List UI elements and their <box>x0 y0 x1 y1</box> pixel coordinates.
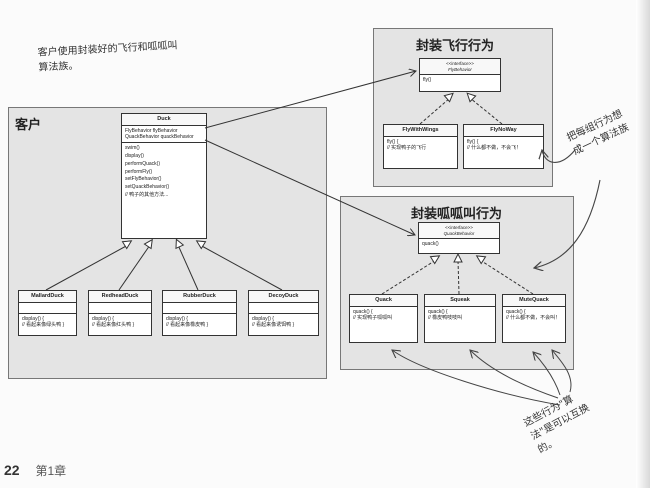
quack-interface-stereotype: <<interface>> <box>445 225 473 230</box>
duck-method: // 鸭子的其他方法... <box>125 191 169 198</box>
redhead-duck-box: RedheadDuck display() { // 看起来像红头鸭 } <box>88 290 152 336</box>
duck-method: setFlyBehavior() <box>125 176 162 183</box>
mallard-duck-name: MallardDuck <box>31 293 64 299</box>
quack-behavior-interface: <<interface>> QuackBehavior quack() <box>418 222 500 254</box>
decoy-duck-name: DecoyDuck <box>268 293 299 299</box>
quack-impl-body: // 什么都不做，不会叫！ <box>506 315 561 322</box>
fly-impl-body: // 什么都不做，不会飞！ <box>467 145 522 152</box>
redhead-duck-name: RedheadDuck <box>101 293 139 299</box>
subclass-body: // 看起来像橡皮鸭 } <box>166 322 209 329</box>
note-arrow-to-squeak <box>470 350 559 399</box>
quack-name: Quack <box>375 297 392 303</box>
note-arrow-to-mute-quack-b <box>552 350 572 393</box>
chapter-label: 第1章 <box>35 464 67 478</box>
squeak-box: Squeak quack() { // 橡皮鸭吱吱叫 <box>424 294 496 343</box>
inheritance-lines <box>45 238 283 291</box>
quack-impl-body: quack() { <box>506 308 526 315</box>
fly-no-way-name: FlyNoWay <box>490 127 517 133</box>
quack-impl-body: // 橡皮鸭吱吱叫 <box>428 315 463 322</box>
fly-impl-body: // 实现鸭子的飞行 <box>387 145 427 152</box>
duck-field: QuackBehavior quackBehavior <box>125 134 194 141</box>
subclass-body: // 看起来像绿头鸭 } <box>22 322 65 329</box>
duck-method: performFly() <box>125 168 153 175</box>
fly-group-title: 封装飞行行为 <box>416 39 495 54</box>
duck-to-fly-arrow <box>204 71 416 129</box>
quack-impl-body: quack() { <box>353 308 373 315</box>
fly-interface-stereotype: <<interface>> <box>446 61 474 66</box>
fly-realization-lines <box>419 92 503 125</box>
quack-interface-method: quack() <box>422 241 439 248</box>
page-number: 22 <box>4 462 20 478</box>
quack-box: Quack quack() { // 实现鸭子呱呱叫 <box>349 294 418 343</box>
subclass-body: // 看起来像红头鸭 } <box>92 322 135 329</box>
duck-to-quack-arrow <box>204 139 415 235</box>
quack-group-title: 封装呱呱叫行为 <box>411 207 503 222</box>
fly-behavior-interface: <<interface>> FlyBehavior fly() <box>419 58 501 92</box>
fly-impl-body: fly() { <box>387 138 399 145</box>
duck-class-name: Duck <box>157 116 171 122</box>
mute-quack-box: MuteQuack quack() { // 什么都不做，不会叫！ <box>502 294 566 343</box>
quack-interface-name: QuackBehavior <box>443 230 475 236</box>
fly-interface-method: fly() <box>423 77 432 84</box>
subclass-body: display() { <box>252 315 274 322</box>
page-footer: 22 第1章 <box>4 462 78 479</box>
duck-method: swim() <box>125 145 140 152</box>
subclass-body: display() { <box>22 315 44 322</box>
subclass-body: display() { <box>92 315 114 322</box>
fly-with-wings-name: FlyWithWings <box>402 127 439 133</box>
client-group-title: 客户 <box>15 118 42 133</box>
rubber-duck-name: RubberDuck <box>183 293 216 299</box>
fly-with-wings-box: FlyWithWings fly() { // 实现鸭子的飞行 <box>383 124 458 169</box>
duck-method: display() <box>125 153 144 160</box>
quack-realization-lines <box>381 252 534 295</box>
subclass-body: // 看起来像诱饵鸭 } <box>252 322 295 329</box>
mute-quack-name: MuteQuack <box>519 297 549 303</box>
duck-class-box: Duck FlyBehavior flyBehavior QuackBehavi… <box>121 113 207 239</box>
decoy-duck-box: DecoyDuck display() { // 看起来像诱饵鸭 } <box>248 290 319 336</box>
quack-impl-body: quack() { <box>428 308 448 315</box>
rubber-duck-box: RubberDuck display() { // 看起来像橡皮鸭 } <box>162 290 237 336</box>
quack-impl-body: // 实现鸭子呱呱叫 <box>353 315 393 322</box>
page-edge-shadow <box>636 0 650 488</box>
fly-impl-body: fly() { <box>467 138 479 145</box>
note-arrow-to-fly-group <box>542 150 576 163</box>
subclass-body: display() { <box>166 315 188 322</box>
note-arrow-to-quack-group <box>534 179 601 268</box>
note-arrow-to-mute-quack-a <box>533 352 561 396</box>
duck-field: FlyBehavior flyBehavior <box>125 127 178 134</box>
squeak-name: Squeak <box>450 297 470 303</box>
fly-interface-name: FlyBehavior <box>448 66 472 72</box>
fly-no-way-box: FlyNoWay fly() { // 什么都不做，不会飞！ <box>463 124 544 169</box>
note-arrow-to-quack <box>392 350 561 406</box>
duck-method: setQuackBehavior() <box>125 184 170 191</box>
duck-method: performQuack() <box>125 160 161 167</box>
mallard-duck-box: MallardDuck display() { // 看起来像绿头鸭 } <box>18 290 77 336</box>
